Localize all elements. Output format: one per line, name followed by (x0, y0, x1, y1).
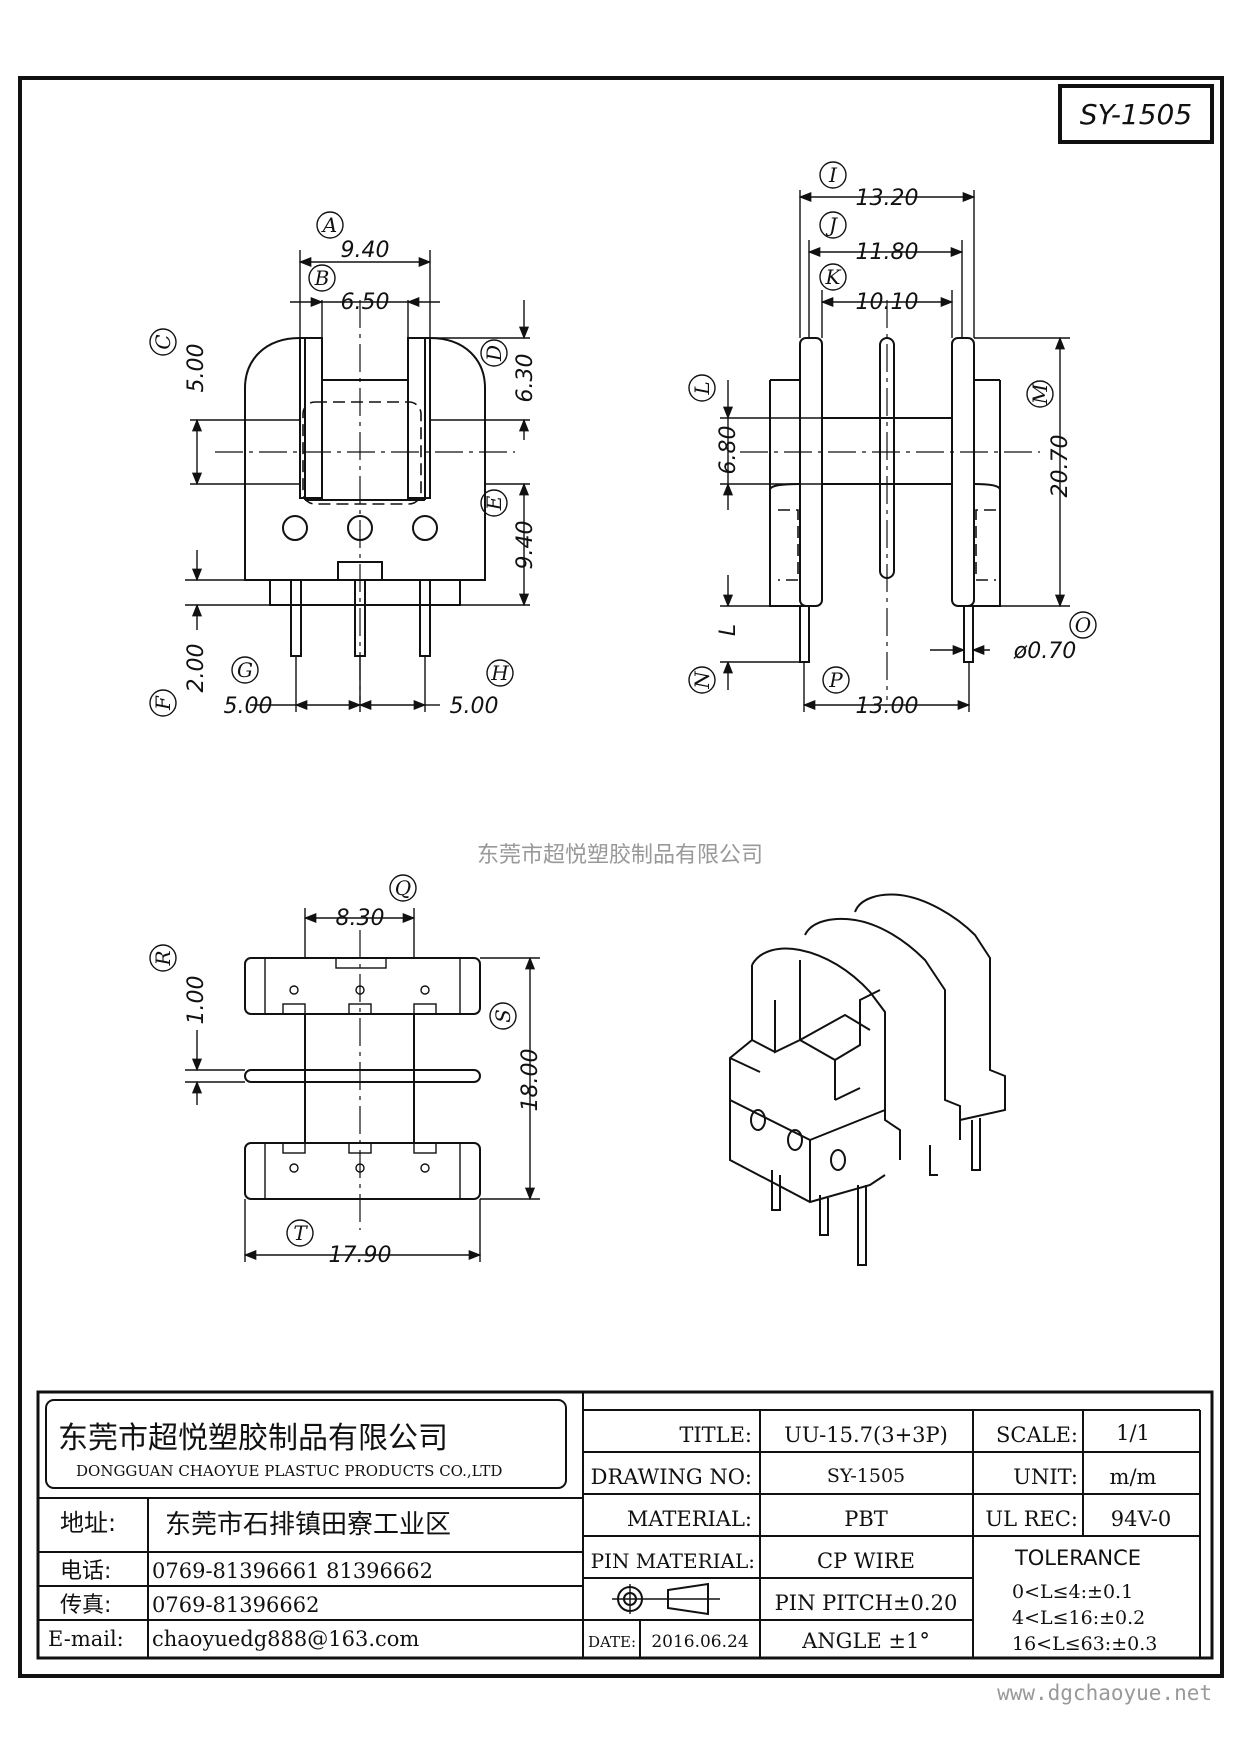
dim-K: 10.10 (856, 290, 919, 315)
callout-D: D (482, 345, 506, 362)
sheet-border (18, 76, 1224, 1678)
pin-material-value: CP WIRE (817, 1549, 915, 1573)
fax-label: 传真: (60, 1593, 111, 1618)
callout-J: J (825, 213, 838, 237)
ul-rec-label: UL REC: (985, 1507, 1078, 1531)
phone-label: 电话: (60, 1559, 111, 1584)
address: 东莞市石排镇田寮工业区 (165, 1510, 451, 1540)
callout-N: N (690, 670, 714, 690)
phone: 0769-81396661 81396662 (152, 1559, 433, 1583)
callout-G: G (237, 658, 253, 682)
callout-O: O (1075, 613, 1091, 637)
tolerance-label: TOLERANCE (1014, 1546, 1141, 1570)
projection-symbol-icon (612, 1582, 720, 1616)
unit-label: UNIT: (1013, 1465, 1078, 1489)
dim-A: 9.40 (341, 238, 390, 263)
dim-Q: 8.30 (336, 906, 385, 931)
drawing-no-label: DRAWING NO: (591, 1465, 752, 1489)
company-name-cn: 东莞市超悦塑胶制品有限公司 (58, 1421, 448, 1456)
unit-value: m/m (1110, 1465, 1157, 1489)
website-url: www.dgchaoyue.net (997, 1681, 1212, 1705)
callout-A: A (321, 213, 337, 237)
dim-P: 13.00 (856, 694, 919, 719)
email: chaoyuedg888@163.com (152, 1627, 419, 1651)
side-view: 13.20 I 11.80 J 10.10 K 6.80 L L N (688, 161, 1097, 719)
callout-M: M (1028, 383, 1052, 405)
callout-B: B (314, 266, 330, 290)
dim-L: 6.80 (716, 426, 741, 475)
callout-I: I (828, 163, 838, 187)
angle-tolerance: ANGLE ±1° (801, 1629, 930, 1653)
dim-T: 17.90 (329, 1243, 392, 1268)
address-label: 地址: (60, 1509, 116, 1537)
scale-value: 1/1 (1116, 1421, 1150, 1445)
title-value: UU-15.7(3+3P) (784, 1423, 948, 1447)
isometric-view (729, 893, 1006, 1266)
fax: 0769-81396662 (152, 1593, 319, 1617)
company-name-en: DONGGUAN CHAOYUE PLASTUC PRODUCTS CO.,LT… (76, 1462, 502, 1480)
callout-L: L (690, 381, 714, 395)
dim-D: 6.30 (513, 354, 538, 403)
dim-I: 13.20 (856, 186, 919, 211)
dim-M: 20.70 (1048, 435, 1073, 498)
date-value: 2016.06.24 (651, 1632, 748, 1652)
dim-S: 18.00 (518, 1049, 543, 1112)
email-label: E-mail: (48, 1627, 124, 1651)
dim-C: 5.00 (184, 344, 209, 393)
callout-C: C (151, 334, 175, 349)
callout-T: T (293, 1221, 308, 1245)
title-label: TITLE: (679, 1423, 752, 1447)
front-view: 9.40 A 6.50 B 5.00 C 6.30 D 9.40 E (149, 211, 538, 719)
ul-rec-value: 94V-0 (1111, 1507, 1171, 1531)
date-label: DATE: (588, 1633, 636, 1651)
dim-G: 5.00 (224, 694, 273, 719)
dim-J: 11.80 (856, 240, 919, 265)
dim-H: 5.00 (450, 694, 499, 719)
tolerance-range-1: 0<L≤4:±0.1 (1012, 1581, 1133, 1603)
scale-label: SCALE: (996, 1423, 1078, 1447)
dim-B: 6.50 (341, 290, 390, 315)
callout-P: P (828, 668, 843, 692)
dim-E: 9.40 (513, 521, 538, 570)
part-number-box: SY-1505 (1058, 84, 1214, 144)
part-number: SY-1505 (1080, 98, 1192, 131)
tolerance-range-3: 16<L≤63:±0.3 (1012, 1633, 1157, 1655)
dim-L-pin: L (716, 624, 741, 636)
dim-F: 2.00 (184, 644, 209, 693)
pin-material-label: PIN MATERIAL: (591, 1549, 755, 1573)
callout-F: F (151, 695, 175, 711)
material-label: MATERIAL: (627, 1507, 752, 1531)
drawing-no-value: SY-1505 (827, 1465, 905, 1487)
callout-R: R (151, 950, 175, 966)
callout-H: H (490, 661, 509, 685)
tolerance-range-2: 4<L≤16:±0.2 (1012, 1607, 1145, 1629)
callout-E: E (482, 495, 506, 511)
watermark: 东莞市超悦塑胶制品有限公司 (477, 843, 763, 868)
dim-O: ø0.70 (1013, 639, 1076, 664)
bottom-view: 8.30 Q 1.00 R 18.00 S 17.90 T (149, 874, 543, 1268)
dim-R: 1.00 (184, 976, 209, 1025)
callout-S: S (491, 1009, 515, 1023)
title-block: 东莞市超悦塑胶制品有限公司 DONGGUAN CHAOYUE PLASTUC P… (36, 1390, 1214, 1660)
pin-pitch: PIN PITCH±0.20 (775, 1591, 958, 1615)
callout-K: K (825, 265, 842, 289)
callout-Q: Q (395, 876, 411, 900)
material-value: PBT (844, 1507, 888, 1531)
